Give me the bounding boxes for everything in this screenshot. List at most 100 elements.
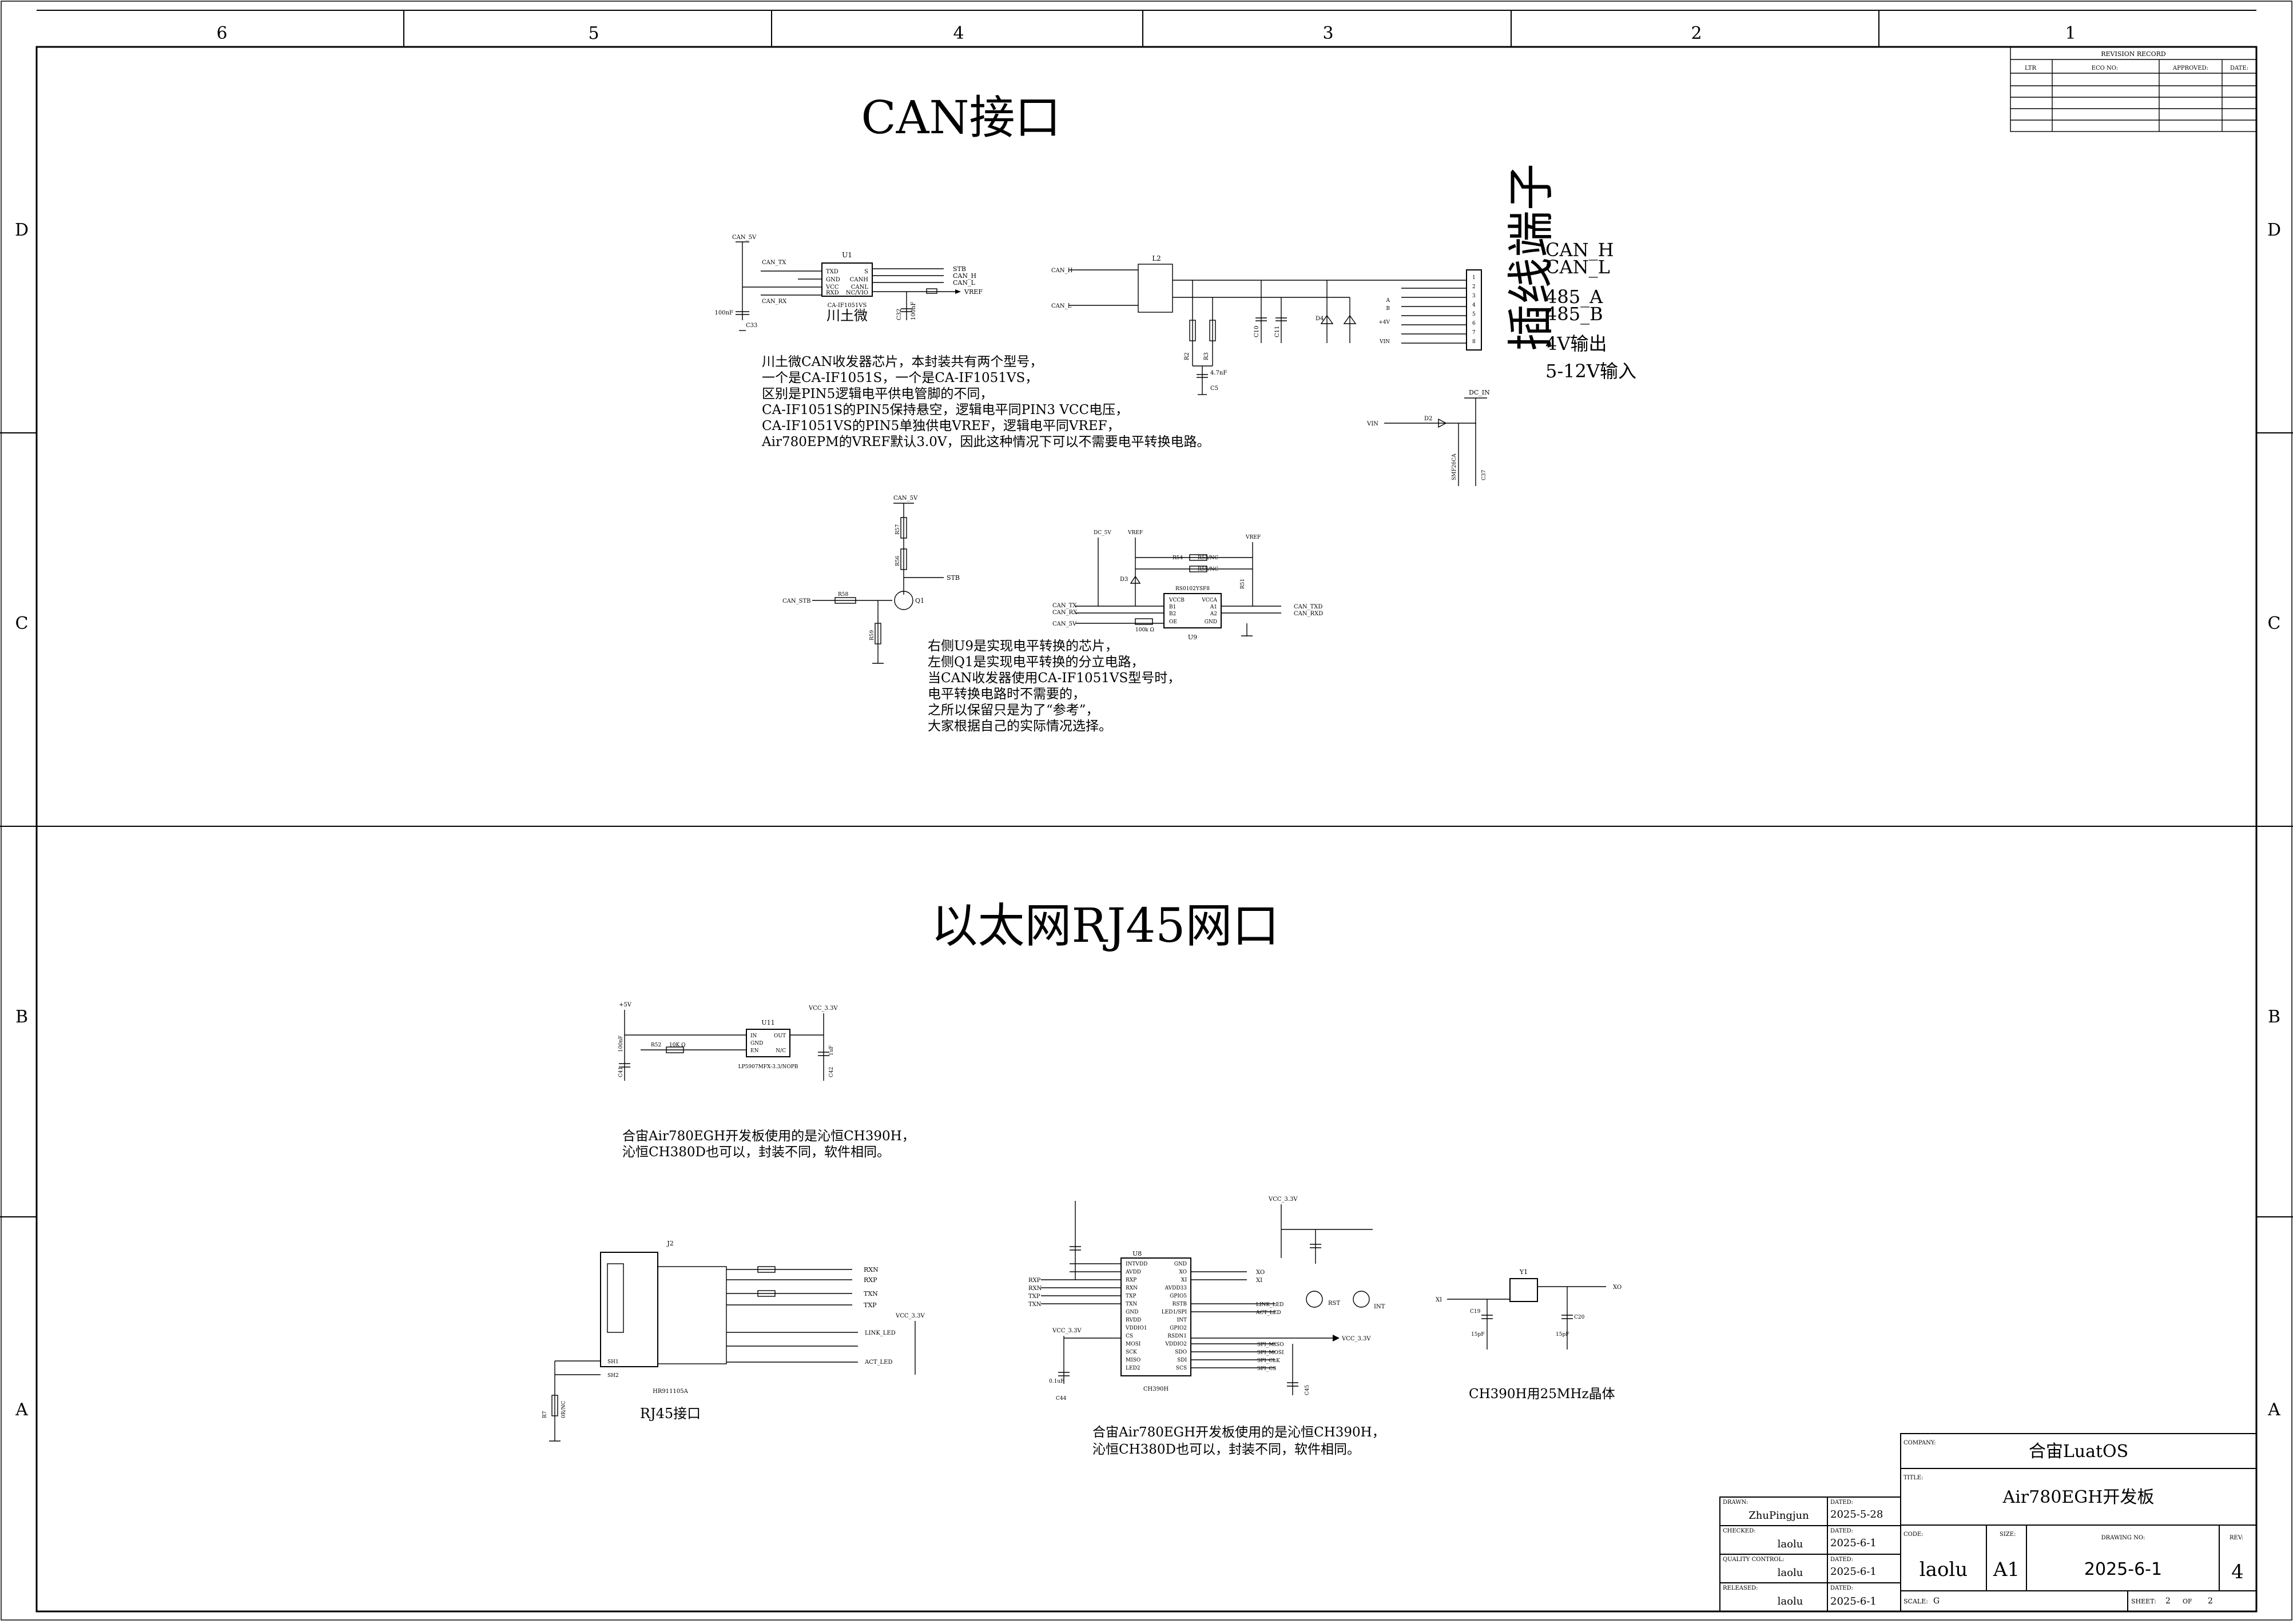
schematic-label: CAN_STB [782,598,811,604]
schematic-label: A1 [1210,604,1217,610]
can-common-mode-filter: CAN_H CAN_L L2 R2 R3 4.7nF C5 C10 C11 D4 [1051,254,1430,395]
schematic-label: U8 [1132,1250,1142,1257]
schematic-label: GND [1174,1261,1187,1267]
schematic-label: CANL [851,284,869,290]
schematic-label: RS0102YSF8 [1175,586,1210,592]
schematic-label: RVDD [1126,1317,1141,1323]
schematic-label: SDI [1177,1358,1187,1363]
revision-header: APPROVED: [2172,65,2208,71]
schematic-label: TXN [1028,1301,1042,1308]
schematic-label: VCC_3.3V [1341,1336,1371,1342]
schematic-label: 2025-6-1 [1830,1537,1877,1549]
schematic-label: R54 [1173,555,1183,561]
revision-title: REVISION RECORD [2101,50,2166,58]
schematic-label: 15pF [1556,1332,1569,1338]
schematic-label: NC/VIO [846,290,868,296]
schematic-label: C32 [896,309,903,320]
schematic-label: DATED: [1830,1499,1853,1506]
schematic-label: 右侧U9是实现电平转换的芯片， [928,639,1118,654]
schematic-label: GPIO2 [1170,1326,1187,1331]
schematic-label: R59 [869,630,875,640]
schematic-label: Q1 [915,597,924,604]
schematic-label: MOSI [1126,1342,1141,1347]
schematic-label: CAN_5V [893,495,918,501]
schematic-label: CAN_RX [1052,610,1078,616]
schematic-label: RXP [1126,1277,1136,1283]
schematic-label: SH1 [607,1359,619,1365]
schematic-label: CANH [850,277,869,283]
schematic-label: AVDD [1125,1269,1141,1275]
schematic-label: 3 [1472,293,1476,299]
schematic-label: HR911105A [653,1388,688,1395]
schematic-label: 4V输出 [1545,333,1607,355]
schematic-label: INTVDD [1126,1261,1147,1267]
schematic-label: CAN_5V [1052,621,1077,627]
schematic-label: 100nF [618,1036,624,1052]
schematic-label: VCC_3.3V [1052,1328,1082,1334]
schematic-label: RELEASED: [1723,1585,1758,1591]
row-label: D [2267,220,2281,240]
schematic-label: C45 [1305,1384,1310,1395]
schematic-label: 5 [1472,312,1476,317]
schematic-label: VCC [825,284,839,290]
schematic-label: D4 [1316,316,1324,322]
schematic-label: CHECKED: [1723,1528,1755,1534]
schematic-label: R51 [1240,579,1246,589]
col-label: 6 [216,23,227,43]
schematic-label: R7 [542,1411,548,1418]
schematic-label: Air780EPM的VREF默认3.0V，因此这种情况下可以不需要电平转换电路。 [761,435,1210,449]
schematic-label: +4V [1378,320,1390,325]
schematic-label: SIZE: [2000,1531,2016,1538]
schematic-label: 2025-5-28 [1830,1508,1883,1520]
schematic-label: EN [750,1048,759,1054]
schematic-label: 2 [1472,284,1476,290]
col-label: 2 [1691,23,1702,43]
schematic-label: OF [2183,1598,2192,1605]
schematic-label: VREF [964,288,983,296]
schematic-label: XI [1181,1277,1187,1283]
rj45-connector-j2: J2 RXN RXP TXN TXP LINK_LED ACT_LED VCC_… [542,1240,925,1442]
schematic-label: SCK [1126,1350,1137,1355]
schematic-label: R3 [1203,352,1210,360]
rj45-caption: RJ45接口 [640,1406,701,1422]
row-label: C [15,614,29,634]
schematic-label: N/C [776,1048,786,1054]
schematic-label: DATED: [1830,1557,1853,1563]
q1-level-shifter: CAN_5V R57 R56 STB CAN_STB R58 Q1 R59 [782,495,960,664]
schematic-label: 6 [1472,321,1476,327]
schematic-label: VREF [1245,535,1261,540]
schematic-label: G [1933,1597,1940,1606]
schematic-label: LED1/SPI [1162,1309,1187,1315]
schematic-label: RXN [1028,1285,1042,1292]
schematic-label: 左侧Q1是实现电平转换的分立电路， [928,655,1144,670]
schematic-label: GPIO5 [1170,1293,1187,1299]
schematic-label: GND [826,277,840,283]
schematic-label: DRAWING NO: [2101,1535,2145,1541]
schematic-label: 100k Ω [1135,627,1154,633]
schematic-label: ZhuPingjun [1748,1510,1809,1522]
schematic-label: STB [947,574,960,582]
schematic-label: C10 [1254,326,1260,337]
row-label: A [2267,1400,2280,1420]
schematic-label: B1 [1169,604,1176,610]
schematic-label: SCALE: [1903,1598,1928,1605]
schematic-label: LED2 [1126,1366,1140,1371]
schematic-label: R2 [1184,352,1190,360]
schematic-label: C41 [618,1067,624,1077]
level-shift-note: 右侧U9是实现电平转换的芯片， 左侧Q1是实现电平转换的分立电路， 当CAN收发… [928,639,1181,734]
schematic-label: 5-12V输入 [1545,360,1636,382]
schematic-label: SDO [1175,1350,1187,1355]
row-label: D [15,220,29,240]
schematic-label: R58 [838,592,849,598]
schematic-label: LP5907MFX-3.3/NOPB [738,1064,798,1070]
schematic-label: COMPANY: [1903,1440,1936,1446]
schematic-label: SHEET: [2131,1598,2156,1605]
schematic-label: XI [1436,1297,1442,1303]
ethernet-controller-u8: U8 CH390H INTVDD AVDD RXP RXN TXP TXN GN… [1028,1196,1385,1402]
schematic-label: C44 [1056,1396,1067,1402]
u9-level-shifter: RS0102YSF8 U9 VCCB B1 B2 OE VCCA A1 A2 G… [1052,530,1323,641]
schematic-label: INT [1374,1304,1385,1310]
can-section-title: CAN接口 [861,91,1061,144]
schematic-label: C19 [1470,1309,1481,1315]
